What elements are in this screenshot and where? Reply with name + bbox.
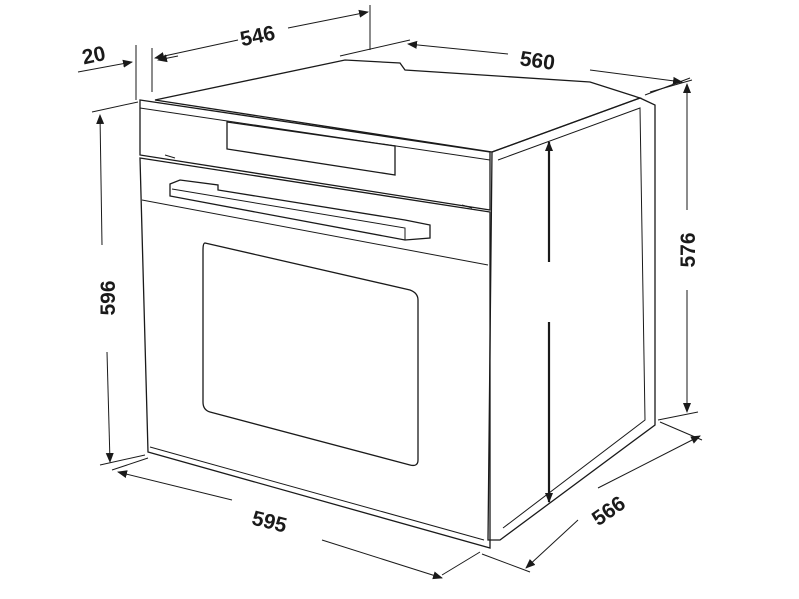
- extension-line: [99, 454, 146, 466]
- extension-line: [111, 457, 149, 471]
- dim-label-546: 546: [238, 22, 277, 52]
- extension-line: [91, 101, 139, 113]
- dim-line-596-top: [96, 114, 105, 246]
- dim-label-20: 20: [80, 42, 108, 69]
- extension-line: [649, 79, 693, 93]
- oven-side-panel: [487, 97, 656, 541]
- door-handle-edge: [171, 188, 406, 240]
- control-display: [226, 121, 396, 176]
- control-panel: [139, 99, 491, 211]
- panel-feet: [164, 154, 473, 209]
- extension-line: [481, 553, 531, 573]
- dim-label-560: 560: [518, 47, 556, 75]
- dim-line-546-right: [287, 9, 369, 29]
- dim-label-566: 566: [588, 492, 630, 531]
- extension-line: [659, 421, 703, 441]
- oven-door: [139, 157, 491, 549]
- oven-side-panel-inner: [497, 107, 646, 529]
- dim-line-546-left: [154, 39, 239, 61]
- door-handle: [169, 179, 431, 241]
- dim-line-566-left: [525, 519, 579, 569]
- dim-label-596: 596: [97, 280, 120, 315]
- extension-line: [441, 551, 481, 576]
- dim-line-595-right: [321, 539, 443, 580]
- extension-line: [657, 411, 699, 421]
- door-window: [202, 242, 419, 467]
- dim-line-596-bottom: [105, 351, 114, 463]
- dim-line-595-left: [117, 470, 233, 501]
- extension-line: [339, 39, 411, 57]
- door-top-band: [141, 199, 489, 266]
- dim-line-566-right: [597, 435, 701, 489]
- dim-line-20: [77, 59, 133, 73]
- dim-line-560-left: [407, 40, 509, 55]
- dim-line-560-right: [589, 69, 683, 85]
- dim-label-595: 595: [250, 507, 290, 538]
- door-bottom-band: [149, 446, 485, 541]
- dim-label-576: 576: [677, 232, 700, 267]
- dim-line-20-right: [157, 54, 179, 63]
